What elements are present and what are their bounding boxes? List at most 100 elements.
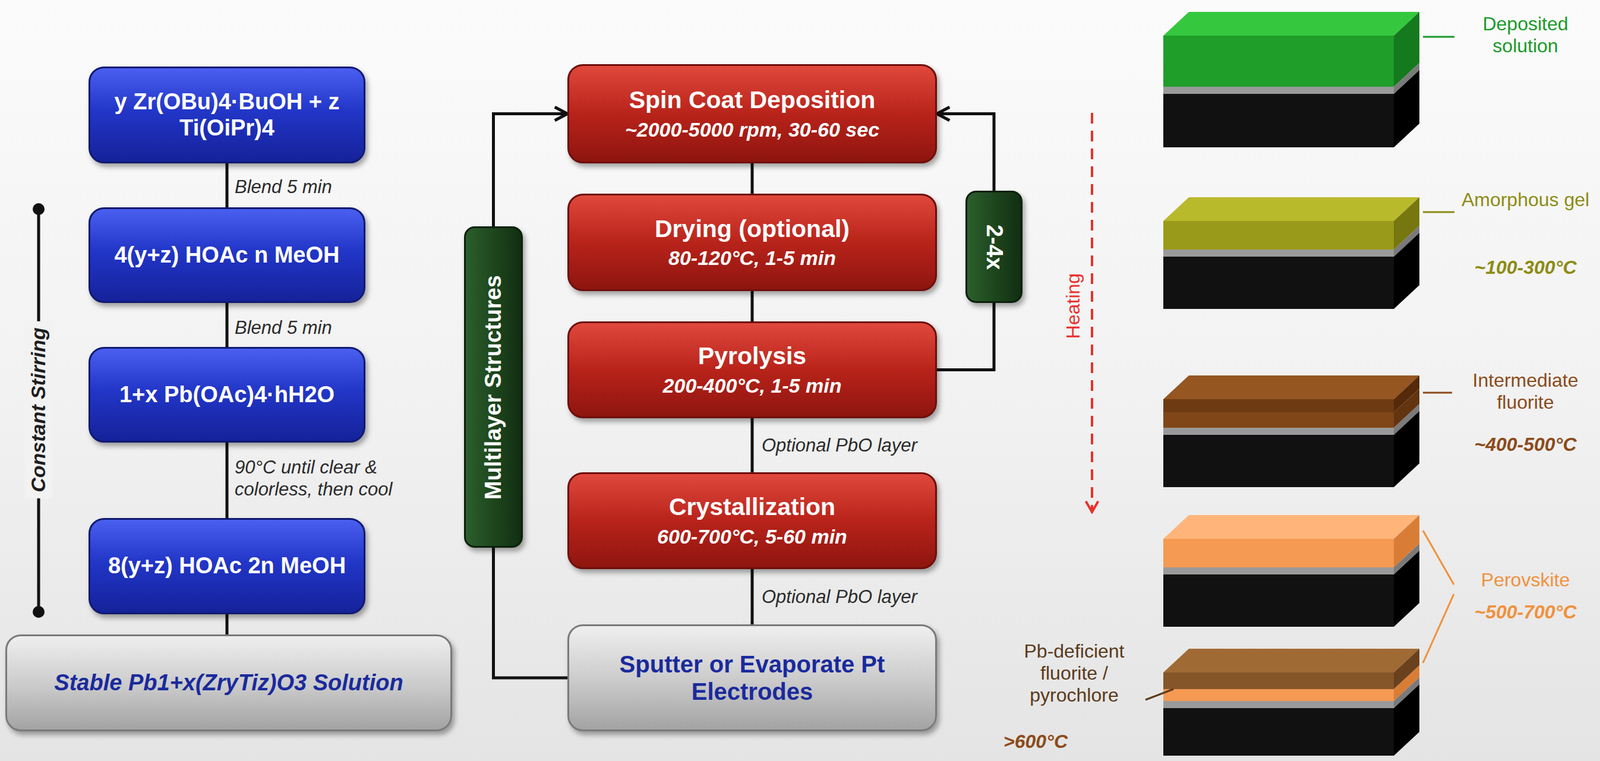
connector [750,163,754,194]
layer-stack [1163,515,1420,627]
layer-front [1163,689,1394,702]
node-title: Pyrolysis [698,342,807,371]
node-title: Drying (optional) [654,215,850,244]
layer-front [1163,399,1394,413]
node-title: 8(y+z) HOAc 2n MeOH [108,553,346,580]
layer-front [1163,86,1394,94]
layer-label: Deposited solution [1458,13,1593,58]
node-detail: 80-120°C, 1-5 min [668,246,836,270]
leader-line [1145,689,1174,700]
leader-line [1422,36,1455,39]
layer-stack [1163,375,1420,488]
leader-line [1422,211,1455,214]
node-title: Multilayer Structures [480,275,507,500]
layer-side [1393,411,1420,488]
edge-label: Blend 5 min [234,316,390,339]
connector [750,291,754,322]
loop-box: Multilayer Structures [464,226,523,548]
edge-label: Optional PbO layer [761,585,1000,608]
layer-stack [1163,11,1420,148]
connector [750,569,754,625]
reagent-box: 8(y+z) HOAc 2n MeOH [88,518,366,615]
connector [225,614,229,635]
heating-arrow [1090,112,1094,513]
bracket-dot [32,203,45,216]
node-title: Stable Pb1+x(ZryTiz)O3 Solution [54,670,403,697]
connector [493,114,568,227]
connector [493,547,568,678]
layer-front [1163,434,1394,488]
node-title: y Zr(OBu)4·BuOH + z Ti(OiPr)4 [101,89,353,141]
layer-front [1163,412,1394,428]
layer-front [1163,256,1394,309]
temperature-label: ~500-700°C [1458,601,1593,624]
node-title: Crystallization [668,493,836,522]
layer-label: Pb-deficient fluorite / pyrochlore [1002,640,1146,706]
layer-stack [1163,648,1420,756]
process-box: Drying (optional)80-120°C, 1-5 min [567,193,937,292]
layer-stacks [1163,11,1420,756]
layer-front [1163,427,1394,435]
layer-side [1393,684,1420,756]
temperature-label: ~100-300°C [1458,256,1593,279]
process-box: Pyrolysis 200-400°C, 1-5 min [567,321,937,419]
connector [750,418,754,473]
edge-label: 90°C until clear & colorless, then cool [234,456,449,501]
node-title: 1+x Pb(OAc)4·hH2O [119,382,335,409]
layer-top [1163,11,1420,36]
layer-front [1163,249,1394,257]
bracket-dot [32,606,45,618]
temperature-label: >600°C [991,730,1081,753]
leader-lines [1145,36,1455,700]
layer-front [1163,574,1394,627]
layer-front [1163,221,1394,250]
layer-front [1163,93,1394,148]
connector [225,163,229,208]
layer-side [1393,70,1420,148]
edge-label: Optional PbO layer [761,434,1000,457]
layer-front [1163,35,1394,87]
layer-front [1163,672,1394,690]
layer-label: Perovskite [1458,569,1593,592]
connector [936,303,994,371]
layer-top [1163,515,1420,539]
edge-label: Blend 5 min [234,175,390,198]
connector [225,303,229,347]
connector [225,442,229,519]
layer-front [1163,701,1394,709]
layer-stack [1163,197,1420,309]
layer-side [1393,232,1420,309]
node-detail: 600-700°C, 5-60 min [657,525,848,549]
node-detail: 200-400°C, 1-5 min [663,374,842,398]
node-detail: ~2000-5000 rpm, 30-60 sec [625,118,880,142]
node-title: Sputter or Evaporate Pt Electrodes [579,650,925,706]
axis-label: Heating [1062,273,1085,339]
layer-side [1393,550,1420,627]
connector [936,114,994,192]
layer-top [1163,197,1420,222]
bracket-label: Constant Stirring [24,321,53,499]
leader-line [1422,392,1453,394]
process-box: Spin Coat Deposition ~2000-5000 rpm, 30-6… [567,64,937,164]
leader-line [1422,530,1454,585]
layer-front [1163,567,1394,575]
layer-top [1163,648,1420,673]
reagent-box: y Zr(OBu)4·BuOH + z Ti(OiPr)4 [88,66,366,164]
node-title: Spin Coat Deposition [629,86,876,115]
node-title: 4(y+z) HOAc n MeOH [114,242,340,269]
layer-label: Amorphous gel [1458,188,1593,211]
node-title: 2-4x [980,223,1008,270]
layer-label: Intermediate fluorite [1455,369,1596,414]
solution-box: Stable Pb1+x(ZryTiz)O3 Solution [5,634,453,732]
layer-front [1163,708,1394,756]
electrode-box: Sputter or Evaporate Pt Electrodes [567,624,937,732]
reagent-box: 1+x Pb(OAc)4·hH2O [88,346,366,443]
repeat-box: 2-4x [965,190,1023,304]
temperature-label: ~400-500°C [1458,433,1593,456]
layer-top [1163,375,1420,400]
reagent-box: 4(y+z) HOAc n MeOH [88,207,366,304]
process-box: Crystallization 600-700°C, 5-60 min [567,472,937,570]
leader-line [1422,594,1454,664]
layer-front [1163,538,1394,568]
